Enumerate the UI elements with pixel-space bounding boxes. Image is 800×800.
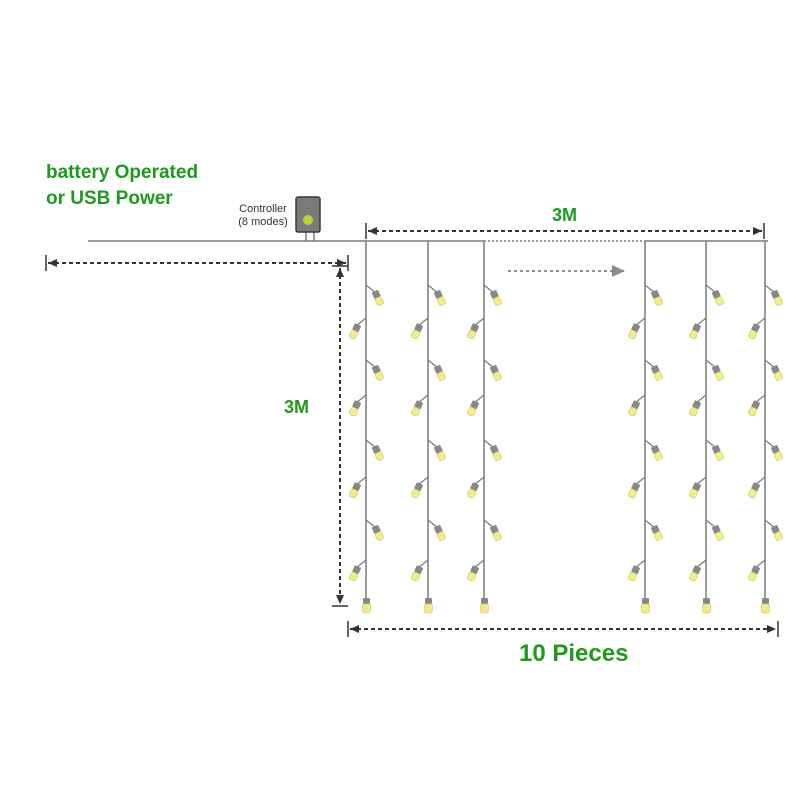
power-label-line2: or USB Power (46, 188, 173, 209)
bulb-icon (764, 359, 783, 381)
light-strand (348, 241, 384, 614)
bulb-icon (644, 519, 663, 541)
light-strand (747, 241, 783, 614)
pieces-label: 10 Pieces (519, 640, 629, 667)
bulb-icon (427, 519, 446, 541)
bulb-icon (348, 317, 367, 340)
light-strand (627, 241, 663, 614)
bulb-icon (483, 359, 502, 381)
bulb-icon (466, 317, 485, 340)
controller-label: Controller (8 modes) (230, 203, 296, 229)
bulb-icon (410, 476, 429, 499)
bulb-icon (348, 476, 367, 499)
light-strand (410, 241, 446, 614)
bulb-icon (627, 476, 646, 499)
power-source-label: battery Operated or USB Power (46, 160, 198, 212)
controller-led-icon (303, 215, 313, 225)
bulb-icon (705, 439, 724, 461)
bulb-icon (466, 559, 485, 582)
bulb-icon (480, 598, 489, 614)
bulb-icon (427, 439, 446, 461)
bulb-icon (348, 559, 367, 582)
controller-title: Controller (239, 203, 287, 215)
bulb-icon (348, 394, 367, 417)
bulb-icon (702, 598, 711, 614)
controller-modes: (8 modes) (238, 216, 288, 228)
bulb-icon (764, 519, 783, 541)
bulb-icon (761, 598, 770, 614)
bulb-icon (644, 359, 663, 381)
width-label: 3M (552, 205, 578, 225)
bulb-icon (466, 394, 485, 417)
bulb-icon (705, 519, 724, 541)
bulb-icon (627, 559, 646, 582)
light-strands (348, 241, 783, 614)
bulb-icon (747, 559, 766, 582)
bulb-icon (747, 394, 766, 417)
bulb-icon (688, 476, 707, 499)
bulb-icon (410, 317, 429, 340)
bulb-icon (764, 439, 783, 461)
light-strand (688, 241, 724, 614)
bulb-icon (483, 284, 502, 306)
bulb-icon (410, 394, 429, 417)
bulb-icon (688, 317, 707, 340)
bulb-icon (365, 284, 384, 306)
bulb-icon (688, 394, 707, 417)
bulb-icon (641, 598, 650, 614)
bulb-icon (365, 439, 384, 461)
bulb-icon (362, 598, 371, 614)
bulb-icon (427, 359, 446, 381)
bulb-icon (627, 394, 646, 417)
bulb-icon (747, 476, 766, 499)
bulb-icon (747, 317, 766, 340)
bulb-icon (764, 284, 783, 306)
bulb-icon (365, 359, 384, 381)
power-label-line1: battery Operated (46, 162, 199, 183)
bulb-icon (466, 476, 485, 499)
bulb-icon (365, 519, 384, 541)
controller-box (295, 196, 321, 241)
bulb-icon (688, 559, 707, 582)
bulb-icon (705, 284, 724, 306)
bulb-icon (644, 284, 663, 306)
bulb-icon (483, 519, 502, 541)
bulb-icon (705, 359, 724, 381)
bulb-icon (627, 317, 646, 340)
bulb-icon (644, 439, 663, 461)
bulb-icon (427, 284, 446, 306)
drop-label: 3M (284, 397, 310, 417)
bulb-icon (483, 439, 502, 461)
bulb-icon (424, 598, 433, 614)
bulb-icon (410, 559, 429, 582)
light-strand (466, 241, 502, 614)
